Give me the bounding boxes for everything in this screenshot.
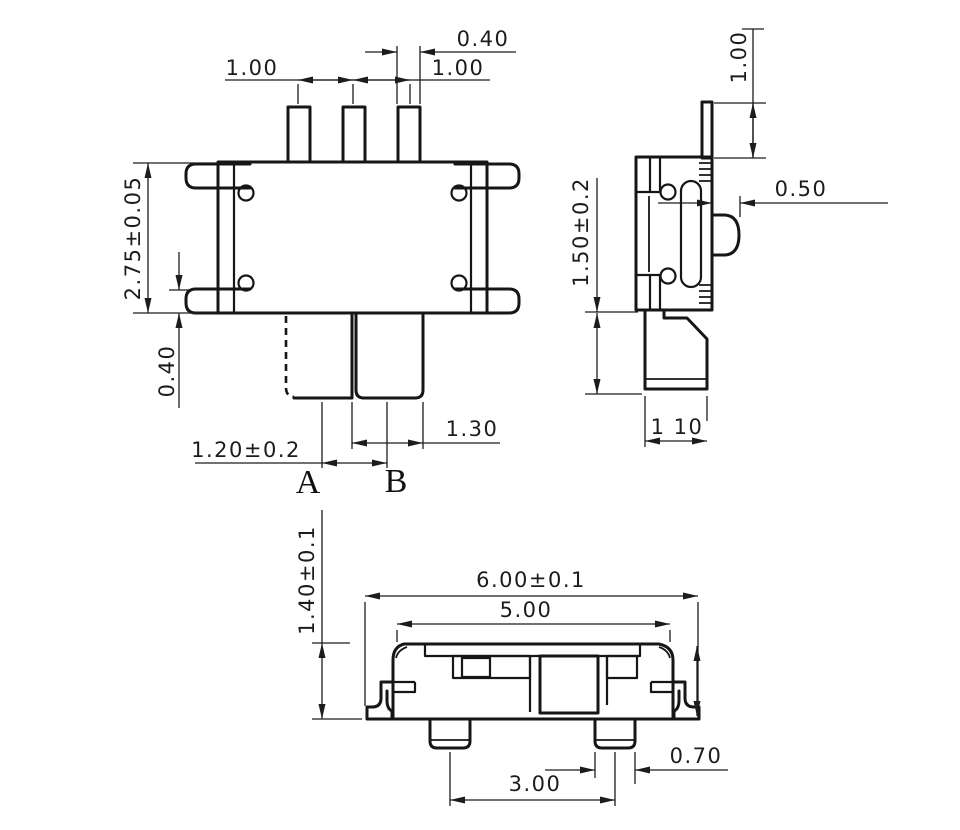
extension-lines-body bbox=[133, 162, 216, 314]
spring-hook-top-left bbox=[237, 184, 255, 202]
spring-hook-bottom-left bbox=[237, 274, 255, 292]
extension-lines-foot bbox=[644, 396, 708, 447]
front-foot-anchor-left bbox=[393, 680, 417, 694]
terminal-pin-3 bbox=[396, 105, 422, 164]
body-outline bbox=[216, 160, 489, 315]
top-view-dimensions: 1.00 0.40 1.00 2.75±0.05 0.40 1.20±0.2 1… bbox=[121, 27, 516, 501]
front-terminal-left bbox=[428, 717, 472, 750]
front-foot-anchor-right bbox=[649, 680, 673, 694]
front-inner-box-left bbox=[451, 654, 532, 680]
extension-lines-overall bbox=[364, 602, 699, 719]
extension-lines-body-length bbox=[396, 630, 671, 642]
dim-label-knob-width: 1.30 bbox=[446, 417, 499, 441]
dim-label-pin-width: 0.40 bbox=[457, 27, 510, 51]
side-actuator-knob bbox=[710, 213, 741, 257]
top-view-part bbox=[184, 105, 521, 400]
front-inner-box-right bbox=[605, 654, 639, 680]
dim-label-pin-pitch-left: 1.00 bbox=[226, 56, 279, 80]
dim-label-pin-length: 1.00 bbox=[727, 31, 751, 84]
side-detail-box-top bbox=[634, 155, 662, 194]
slider-knob-right bbox=[354, 312, 425, 400]
dim-label-foot-length: 1 10 bbox=[651, 415, 704, 439]
front-corner-flanges bbox=[395, 646, 671, 659]
dim-label-travel: 1.20±0.2 bbox=[191, 438, 301, 462]
front-terminal-right bbox=[593, 717, 637, 750]
mount-tab-top-left bbox=[184, 162, 252, 190]
dim-label-pad-offset: 0.40 bbox=[155, 345, 179, 398]
crimp-marks-top bbox=[699, 162, 712, 182]
mount-tab-top-right bbox=[453, 162, 521, 190]
side-detail-box-bottom bbox=[634, 273, 662, 312]
dim-label-terminal-width: 0.70 bbox=[670, 744, 723, 768]
extension-lines-pins bbox=[297, 46, 421, 104]
side-body-outline bbox=[634, 155, 714, 312]
front-inner-box-left-step bbox=[460, 656, 492, 679]
front-body-outline bbox=[391, 642, 675, 721]
spring-hook-top-right bbox=[450, 184, 468, 202]
dim-label-terminal-pitch: 3.00 bbox=[509, 772, 562, 796]
front-foot-right-outer bbox=[671, 680, 701, 721]
front-slider-block bbox=[538, 654, 600, 715]
side-view: 1.00 0.50 1.50±0.2 1 10 bbox=[569, 28, 888, 447]
side-hook-bottom bbox=[659, 267, 677, 285]
extension-lines-knob bbox=[351, 402, 424, 449]
crimp-marks-bottom bbox=[699, 284, 712, 304]
front-foot-right-inner bbox=[672, 689, 681, 721]
spring-hook-bottom-right bbox=[450, 274, 468, 292]
dim-label-pin-pitch-right: 1.00 bbox=[432, 56, 485, 80]
mount-tab-bottom-right bbox=[453, 287, 521, 315]
dim-label-body-width: 2.75±0.05 bbox=[121, 176, 145, 301]
dim-label-knob-protrusion: 0.50 bbox=[775, 177, 828, 201]
extension-lines-pin bbox=[714, 102, 766, 159]
dim-label-overall-height: 1.40±0.1 bbox=[295, 525, 319, 635]
extension-lines-terminal-width bbox=[594, 752, 636, 784]
front-foot-left-outer bbox=[365, 680, 395, 721]
terminal-pin-1 bbox=[286, 105, 312, 164]
front-foot-left-inner bbox=[385, 689, 394, 721]
extension-lines-terminal-pitch bbox=[449, 752, 616, 806]
position-label-b: B bbox=[385, 463, 408, 500]
terminal-pin-2 bbox=[341, 105, 367, 164]
extension-lines-height-front bbox=[312, 642, 362, 720]
extension-lines-height bbox=[585, 311, 642, 395]
dim-label-body-height: 1.50±0.2 bbox=[569, 177, 593, 287]
front-view-dimensions: 1.40±0.1 6.00±0.1 5.00 3.00 0.70 bbox=[295, 510, 728, 806]
top-view: 1.00 0.40 1.00 2.75±0.05 0.40 1.20±0.2 1… bbox=[121, 27, 521, 501]
slider-knob-left-hidden-edge bbox=[284, 316, 295, 399]
side-view-part bbox=[634, 100, 741, 391]
front-view-part bbox=[365, 642, 701, 750]
position-label-a: A bbox=[296, 464, 321, 501]
side-terminal-pin bbox=[700, 100, 714, 160]
dim-label-overall-length: 6.00±0.1 bbox=[476, 568, 586, 592]
extension-lines-travel bbox=[321, 402, 388, 468]
side-slider-foot bbox=[643, 308, 709, 391]
dim-label-body-length: 5.00 bbox=[500, 598, 553, 622]
front-cover-band bbox=[423, 644, 642, 658]
side-hook-top bbox=[659, 183, 677, 201]
front-view: 1.40±0.1 6.00±0.1 5.00 3.00 0.70 bbox=[295, 510, 728, 806]
slider-knob-divider bbox=[292, 312, 354, 400]
side-slider-shaft bbox=[679, 179, 703, 289]
side-view-dimensions: 1.00 0.50 1.50±0.2 1 10 bbox=[569, 28, 888, 447]
